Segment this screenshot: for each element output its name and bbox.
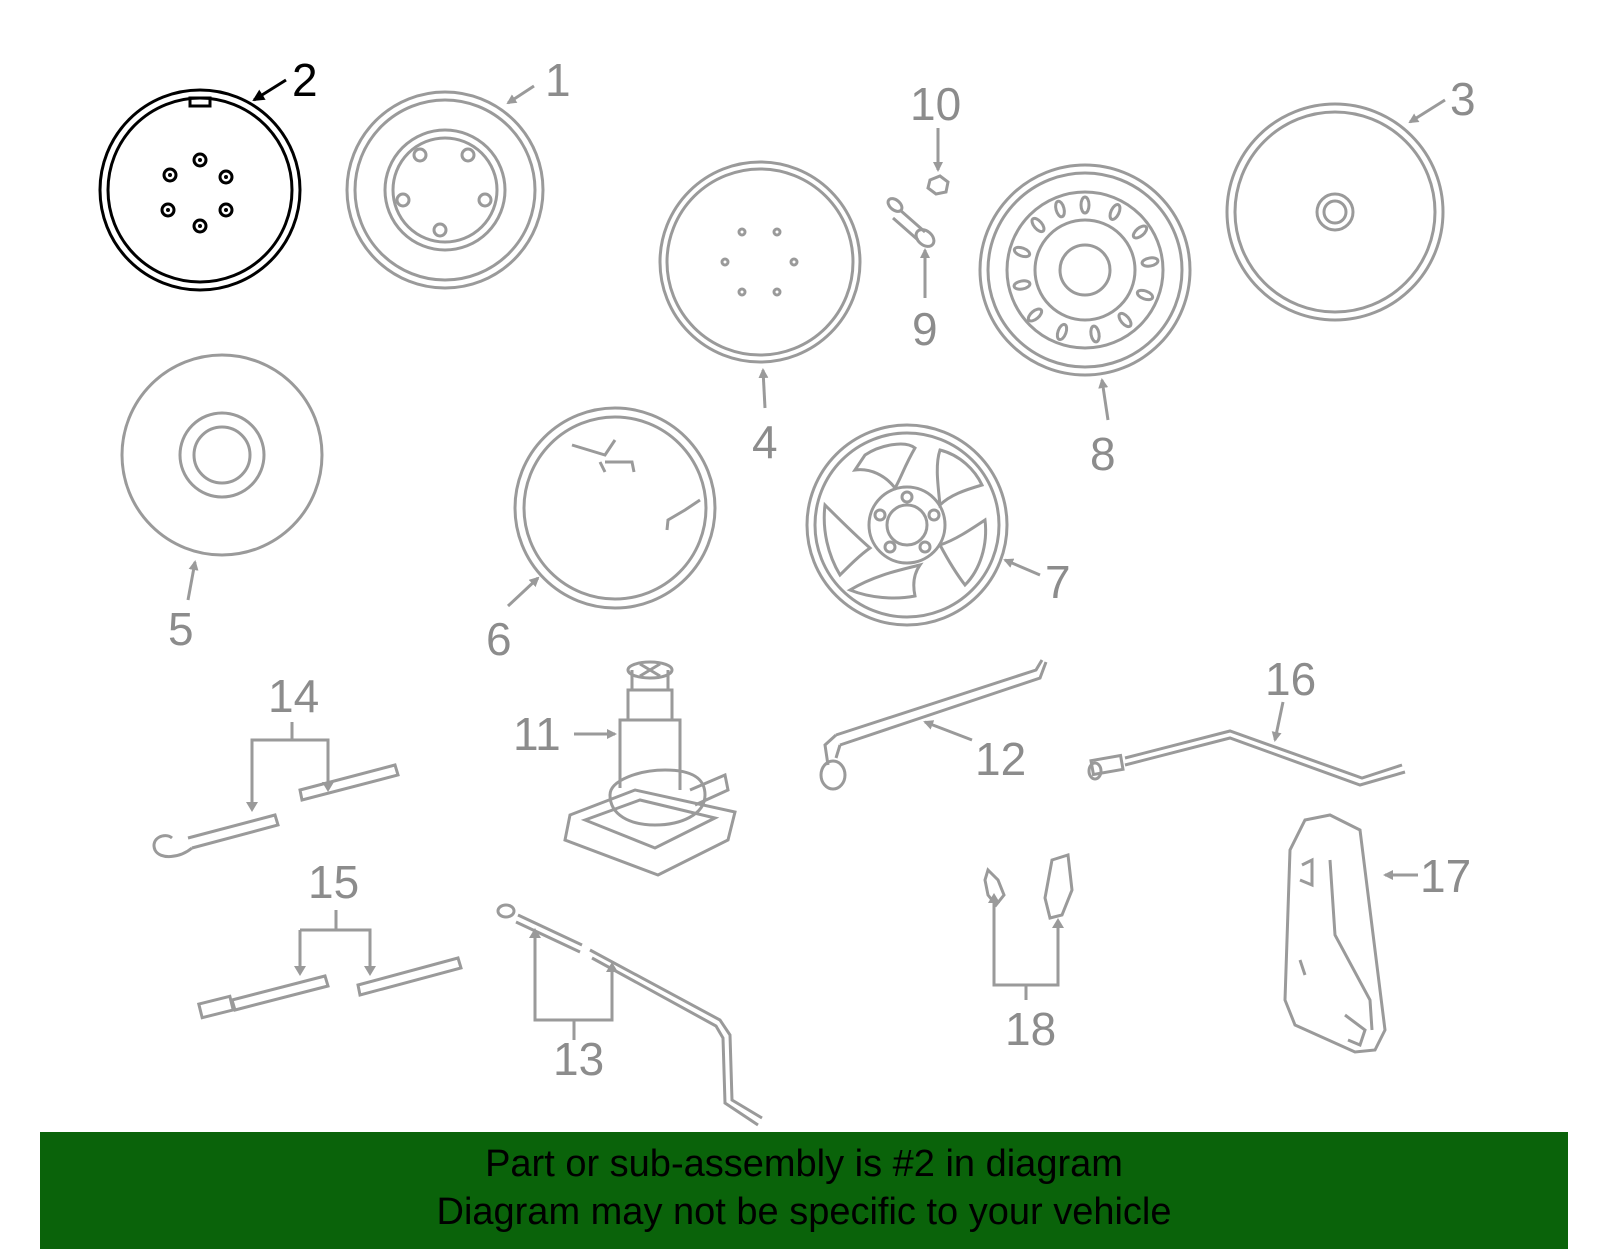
part-10-valve-cap[interactable] [926,128,950,196]
part-14-tool-set[interactable] [152,722,400,858]
callout-1: 1 [545,54,571,106]
callout-17: 17 [1420,850,1471,902]
callout-11: 11 [513,708,561,760]
part-18-clips[interactable] [983,853,1074,1000]
part-16-jack-handle[interactable] [1087,701,1406,787]
part-15-tool-set[interactable] [196,910,463,1020]
callout-9: 9 [912,303,938,355]
callout-8: 8 [1090,428,1116,480]
part-2-spare-wheel[interactable] [98,78,302,292]
part-11-jack[interactable] [563,660,737,877]
callout-2: 2 [292,54,318,106]
callout-7: 7 [1045,556,1071,608]
callout-6: 6 [486,613,512,665]
part-1-wheel[interactable] [345,84,545,290]
part-12-lug-wrench[interactable] [819,659,1048,791]
part-5-hub-cap[interactable] [120,353,324,601]
callout-16: 16 [1265,653,1316,705]
callout-5: 5 [168,603,194,655]
callout-18: 18 [1005,1003,1056,1055]
callout-13: 13 [553,1033,604,1085]
callout-15: 15 [308,856,359,908]
part-6-wheel-cover[interactable] [506,406,717,610]
part-3-wheel-cover[interactable] [1225,98,1446,322]
callout-10: 10 [910,78,961,130]
callout-12: 12 [975,733,1026,785]
callout-3: 3 [1450,73,1476,125]
part-9-valve-stem[interactable] [886,196,938,298]
part-17-cover[interactable] [1283,813,1418,1054]
callout-4: 4 [752,416,778,468]
part-13-jack-rod[interactable] [496,903,763,1127]
part-8-steel-wheel[interactable] [978,163,1192,421]
info-banner: Part or sub-assembly is #2 in diagram Di… [40,1132,1568,1249]
part-4-wheel[interactable] [658,160,862,409]
callout-14: 14 [268,670,319,722]
banner-line-2: Diagram may not be specific to your vehi… [436,1191,1172,1233]
parts-diagram: 2 1 10 9 4 [98,54,1476,1127]
banner-line-1: Part or sub-assembly is #2 in diagram [485,1143,1123,1185]
part-7-alloy-wheel[interactable] [805,423,1041,627]
